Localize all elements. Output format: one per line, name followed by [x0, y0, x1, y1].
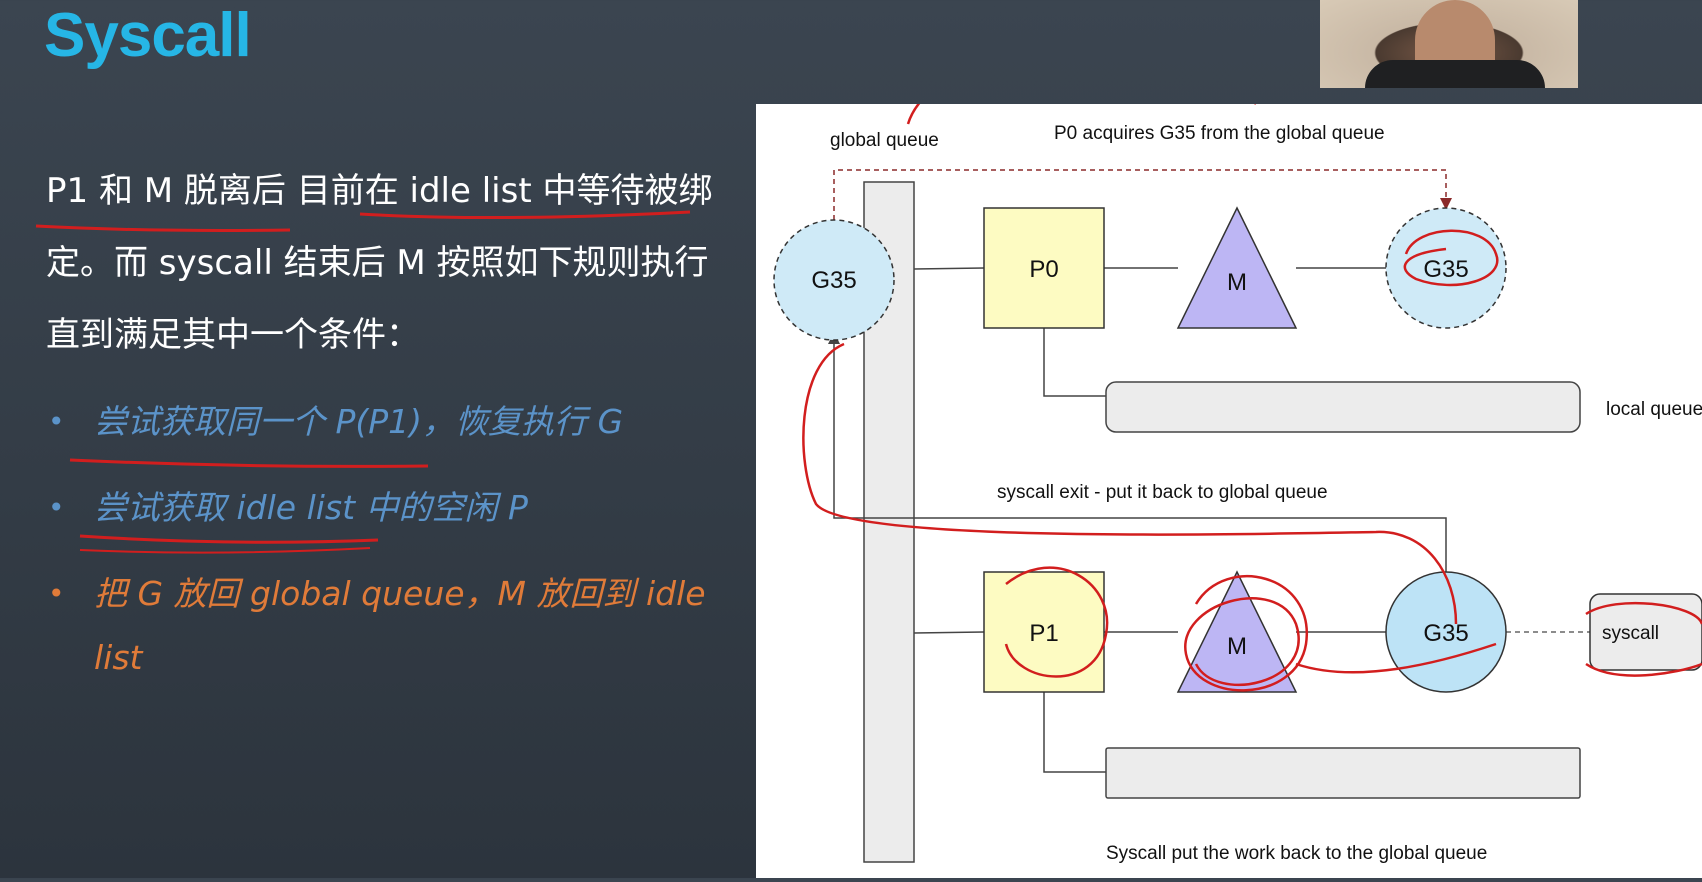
underline-stroke: [79, 534, 379, 544]
g35-running-label: G35: [1423, 620, 1468, 647]
rule-item: • 尝试获取同一个 P(P1)，恢复执行 G: [46, 390, 726, 454]
g35-global-label: G35: [811, 267, 856, 294]
annotation-underlines: [35, 210, 691, 554]
rule-text: 尝试获取同一个 P(P1)，恢复执行 G: [94, 402, 624, 441]
p0-acquires-label: P0 acquires G35 from the global queue: [1054, 123, 1385, 144]
local-queue-bottom: [1105, 747, 1581, 799]
bullet-dot-icon: •: [48, 577, 65, 610]
connector-line: [913, 631, 985, 634]
acquire-dashed-arrow: [833, 169, 1447, 220]
annotation-stroke: [1184, 575, 1308, 692]
annotation-stroke: [1295, 642, 1497, 674]
annotation-stroke: [802, 342, 1458, 625]
m-top-label: M: [1227, 269, 1247, 296]
syscall-exit-line: [833, 342, 1447, 588]
rule-item: • 尝试获取 idle list 中的空闲 P: [46, 476, 726, 540]
diagram-canvas: global queue P0 acquires G35 from the gl…: [756, 31, 1702, 878]
annotation-stroke: [1403, 229, 1499, 287]
m-bottom-label: M: [1227, 633, 1247, 660]
scheduler-diagram: global queue P0 acquires G35 from the gl…: [773, 31, 1702, 864]
g35-running-circle: [1385, 571, 1507, 693]
arrow-head-icon: [1440, 198, 1452, 210]
p1-label: P1: [1029, 620, 1058, 647]
annotation-stroke: [1004, 566, 1109, 678]
local-queue-label: local queue: [1606, 399, 1702, 420]
syscall-put-back-label: Syscall put the work back to the global …: [1106, 843, 1487, 864]
presenter-webcam: [1320, 0, 1578, 88]
bullet-dot-icon: •: [48, 491, 65, 524]
underline-stroke: [69, 458, 429, 468]
syscall-box: [1589, 593, 1702, 671]
p0-label: P0: [1029, 256, 1058, 283]
p1-box: [983, 571, 1105, 693]
syscall-exit-label: syscall exit - put it back to global que…: [997, 482, 1328, 503]
underline-stroke: [35, 224, 291, 232]
g35-acquired-circle: [1385, 207, 1507, 329]
underline-stroke: [359, 210, 691, 220]
rule-text: 尝试获取 idle list 中的空闲 P: [94, 488, 528, 527]
rule-item: • 把 G 放回 global queue，M 放回到 idle list: [46, 562, 726, 690]
m-bottom-triangle: [1176, 570, 1298, 693]
g35-acquired-label: G35: [1423, 256, 1468, 283]
rule-text: 把 G 放回 global queue，M 放回到 idle list: [94, 574, 706, 677]
g35-global-circle: [773, 219, 895, 341]
syscall-box-label: syscall: [1602, 623, 1659, 644]
underline-stroke: [79, 547, 371, 554]
connector-line: [1043, 692, 1106, 773]
slide-title: Syscall: [44, 1, 252, 70]
intro-paragraph: P1 和 M 脱离后 目前在 idle list 中等待被绑定。而 syscal…: [46, 171, 713, 355]
connector-line: [913, 267, 985, 270]
p0-box: [983, 207, 1105, 329]
connector-line: [1043, 328, 1106, 397]
rule-list: • 尝试获取同一个 P(P1)，恢复执行 G • 尝试获取 idle list …: [46, 390, 726, 712]
presenter-shirt: [1365, 60, 1545, 88]
m-top-triangle: [1176, 206, 1298, 329]
bullet-dot-icon: •: [48, 405, 65, 438]
annotation-stroke: [1585, 601, 1702, 677]
global-queue-label: global queue: [830, 130, 939, 151]
local-queue-top: [1105, 381, 1581, 433]
annotation-stroke: [906, 31, 1257, 125]
